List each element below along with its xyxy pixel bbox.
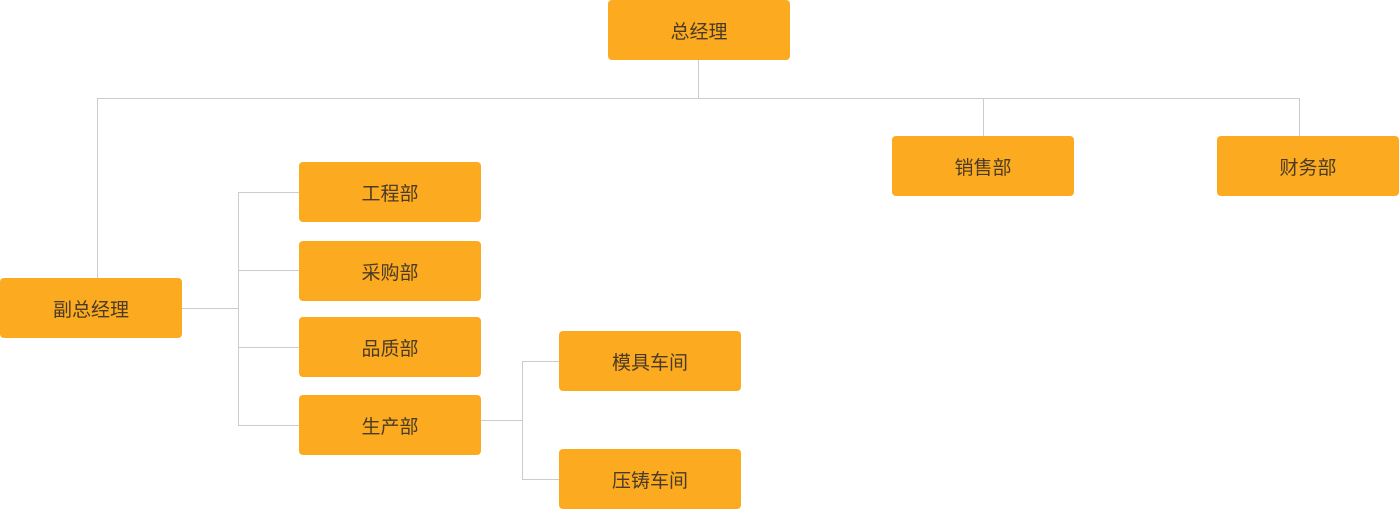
node-label: 压铸车间 bbox=[611, 469, 688, 492]
node-label: 工程部 bbox=[361, 182, 419, 205]
connector-production-right bbox=[481, 420, 522, 421]
connector-production-trunk bbox=[522, 361, 523, 480]
node-label: 采购部 bbox=[361, 261, 419, 284]
node-label: 品质部 bbox=[361, 337, 419, 360]
node-sales-dept[interactable]: 销售部 bbox=[892, 136, 1074, 196]
connector-top-bus bbox=[97, 98, 1300, 99]
node-label: 副总经理 bbox=[52, 298, 129, 321]
node-label: 总经理 bbox=[670, 20, 728, 43]
node-label: 销售部 bbox=[954, 156, 1012, 179]
node-label: 模具车间 bbox=[611, 351, 688, 374]
node-vice-general-manager[interactable]: 副总经理 bbox=[0, 278, 182, 338]
connector-to-production bbox=[238, 425, 299, 426]
node-label: 财务部 bbox=[1279, 156, 1337, 179]
connector-to-sales bbox=[983, 98, 984, 136]
node-quality-dept[interactable]: 品质部 bbox=[299, 317, 481, 377]
connector-to-eng bbox=[238, 192, 299, 193]
connector-to-quality bbox=[238, 347, 299, 348]
connector-to-mold bbox=[522, 361, 559, 362]
connector-to-vgm bbox=[97, 98, 98, 278]
connector-vgm-trunk bbox=[238, 192, 239, 426]
connector-to-finance bbox=[1299, 98, 1300, 136]
node-label: 生产部 bbox=[361, 415, 419, 438]
node-diecast-workshop[interactable]: 压铸车间 bbox=[559, 449, 741, 509]
connector-vgm-right bbox=[182, 308, 238, 309]
node-production-dept[interactable]: 生产部 bbox=[299, 395, 481, 455]
connector-to-purchase bbox=[238, 270, 299, 271]
node-general-manager[interactable]: 总经理 bbox=[608, 0, 790, 60]
connector-gm-down bbox=[698, 60, 699, 98]
node-purchasing-dept[interactable]: 采购部 bbox=[299, 241, 481, 301]
node-engineering-dept[interactable]: 工程部 bbox=[299, 162, 481, 222]
node-finance-dept[interactable]: 财务部 bbox=[1217, 136, 1399, 196]
node-mold-workshop[interactable]: 模具车间 bbox=[559, 331, 741, 391]
connector-to-diecast bbox=[522, 479, 559, 480]
